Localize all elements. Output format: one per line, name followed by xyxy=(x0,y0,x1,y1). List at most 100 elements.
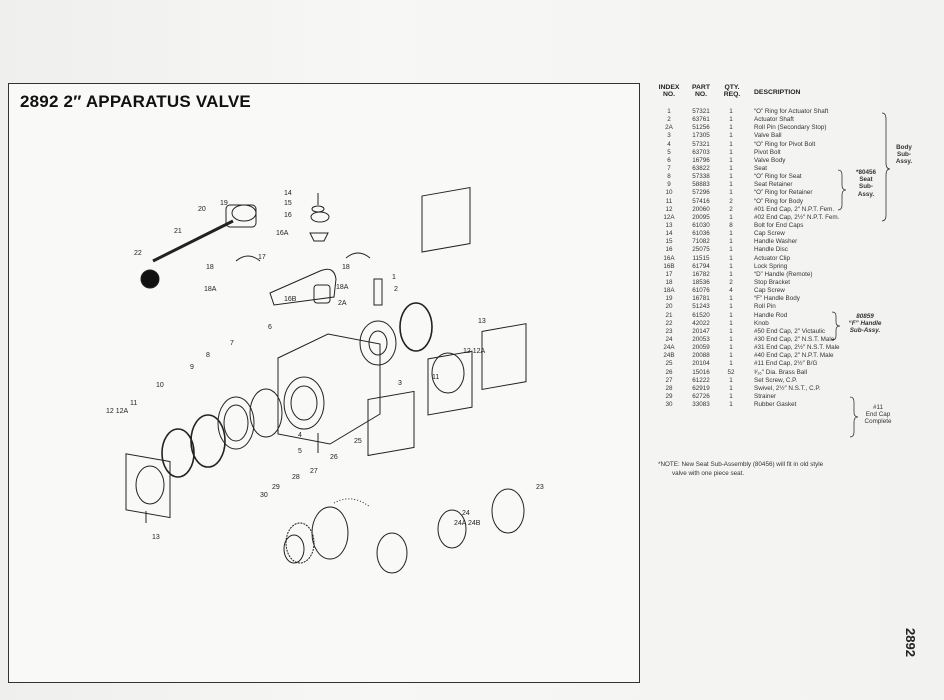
row-description: #02 End Cap, 2½″ N.P.T. Fem. xyxy=(754,213,840,221)
row-index: 16A xyxy=(663,254,675,262)
o-ring-body-right xyxy=(399,302,433,352)
row-description: Actuator Clip xyxy=(754,254,791,262)
row-index: 9 xyxy=(667,181,671,189)
callout-10: 10 xyxy=(156,382,164,389)
row-qty: 1 xyxy=(729,384,733,392)
knob xyxy=(140,269,160,289)
callout-5: 5 xyxy=(298,448,302,455)
callout-26: 26 xyxy=(330,454,338,461)
row-index: 25 xyxy=(665,360,673,368)
row-qty: 1 xyxy=(729,303,733,311)
callout-25: 25 xyxy=(354,438,362,445)
row-index: 30 xyxy=(665,401,673,409)
callout-12-12a-right: 12 12A xyxy=(463,348,486,355)
callout-13-left: 13 xyxy=(152,534,160,541)
row-part-no: 16782 xyxy=(692,270,710,278)
row-description: Handle Disc xyxy=(754,246,788,254)
handle-washer xyxy=(311,205,325,213)
handle-rod xyxy=(152,219,234,263)
row-qty: 1 xyxy=(729,213,733,221)
row-part-no: 57321 xyxy=(692,108,710,115)
diagram-frame xyxy=(8,83,640,683)
row-description: #01 End Cap, 2″ N.P.T. Fem. xyxy=(754,205,835,213)
row-index: 20 xyxy=(665,303,673,311)
handle-disc xyxy=(310,211,330,223)
o-ring-body-left xyxy=(161,428,195,478)
row-description: #30 End Cap, 2″ N.S.T. Male xyxy=(754,335,835,343)
row-description: Swivel, 2½″ N.S.T., C.P. xyxy=(754,384,821,392)
row-part-no: 20104 xyxy=(692,360,710,368)
callout-19: 19 xyxy=(220,200,228,207)
row-part-no: 20053 xyxy=(692,335,710,343)
row-qty: 2 xyxy=(729,278,733,286)
row-index: 13 xyxy=(665,221,673,229)
lock-spring xyxy=(313,284,331,304)
end-cap-11 xyxy=(367,390,415,457)
row-part-no: 61520 xyxy=(692,311,710,319)
row-part-no: 11515 xyxy=(692,254,710,262)
callout-27: 27 xyxy=(310,468,318,475)
row-index: 26 xyxy=(665,368,673,376)
header-index-line2: NO. xyxy=(662,91,676,98)
row-part-no: 61036 xyxy=(692,230,710,238)
row-description: #50 End Cap, 2″ Victaulic xyxy=(754,327,826,335)
row-qty: 1 xyxy=(729,270,733,278)
row-description: Seat Retainer xyxy=(754,181,793,189)
row-index: 21 xyxy=(665,311,673,319)
callout-16a: 16A xyxy=(276,230,289,237)
seat-brace xyxy=(837,169,847,211)
row-description: Roll Pin (Secondary Stop) xyxy=(754,124,827,132)
callout-24a-24b: 24A 24B xyxy=(454,520,481,527)
row-part-no: 20095 xyxy=(692,213,710,221)
row-description: Knob xyxy=(754,319,769,327)
row-qty: 1 xyxy=(729,124,733,132)
row-qty: 1 xyxy=(729,156,733,164)
callout-22: 22 xyxy=(134,250,142,257)
row-description: Handle Washer xyxy=(754,238,798,246)
callout-18a: 18A xyxy=(204,286,217,293)
row-index: 11 xyxy=(665,197,673,205)
row-description: #40 End Cap, 2″ N.P.T. Male xyxy=(754,352,834,360)
endcap-brace xyxy=(849,396,859,438)
header-part-line1: PART xyxy=(692,84,710,91)
row-part-no: 57338 xyxy=(692,173,710,181)
row-index: 15 xyxy=(665,238,673,246)
row-qty: 1 xyxy=(729,392,733,400)
body-brace xyxy=(881,112,891,222)
row-qty: 1 xyxy=(729,108,733,115)
row-index: 8 xyxy=(667,173,671,181)
row-qty: 4 xyxy=(729,287,733,295)
callout-12-12a-left: 12 12A xyxy=(106,408,129,415)
seat-group-line3: Sub- xyxy=(859,183,873,191)
body-group-line2: Sub- xyxy=(897,151,911,159)
row-qty: 2 xyxy=(729,205,733,213)
callout-3: 3 xyxy=(398,380,402,387)
row-qty: 8 xyxy=(729,221,733,229)
callout-14: 14 xyxy=(284,190,292,197)
row-part-no: 62919 xyxy=(692,384,710,392)
callout-11-right: 11 xyxy=(432,374,439,381)
callout-28: 28 xyxy=(292,474,300,481)
callout-17: 17 xyxy=(258,254,266,261)
row-qty: 2 xyxy=(729,197,733,205)
note-line1: *NOTE: New Seat Sub-Assembly (80456) wil… xyxy=(658,461,824,468)
row-part-no: 16781 xyxy=(692,295,710,303)
callout-7: 7 xyxy=(230,340,234,347)
row-qty: 52 xyxy=(727,368,735,376)
row-qty: 1 xyxy=(729,319,733,327)
row-description: Valve Body xyxy=(754,156,786,164)
row-part-no: 61794 xyxy=(692,262,710,270)
row-index: 2A xyxy=(665,124,673,132)
seat-group-line1: *80456 xyxy=(856,169,876,176)
